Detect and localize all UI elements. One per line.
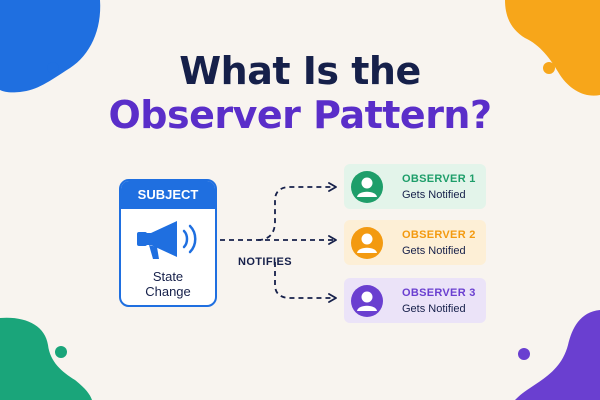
observer-3-name: OBSERVER 3	[402, 287, 476, 299]
subject-header: SUBJECT	[121, 181, 215, 209]
observer-1-name: OBSERVER 1	[402, 173, 476, 185]
observer-2-description: Gets Notified	[402, 245, 466, 257]
observer-card-2: OBSERVER 2 Gets Notified	[344, 220, 486, 265]
user-icon	[351, 171, 383, 203]
megaphone-icon	[137, 221, 197, 259]
arrow-to-observer-3	[274, 262, 337, 303]
page-title-line-2: Observer Pattern?	[108, 93, 492, 137]
observer-2-name: OBSERVER 2	[402, 229, 476, 241]
observer-1-description: Gets Notified	[402, 189, 466, 201]
subject-state-change-label: State Change	[145, 269, 191, 299]
user-icon	[351, 227, 383, 259]
observer-card-3: OBSERVER 3 Gets Notified	[344, 278, 486, 323]
user-icon	[351, 285, 383, 317]
page-title-line-1: What Is the	[179, 49, 421, 93]
subject-box: SUBJECT State Change	[119, 179, 217, 307]
arrow-to-observer-1	[257, 182, 337, 241]
notifies-label: NOTIFIES	[238, 256, 292, 268]
observer-card-1: OBSERVER 1 Gets Notified	[344, 164, 486, 209]
observer-3-description: Gets Notified	[402, 303, 466, 315]
